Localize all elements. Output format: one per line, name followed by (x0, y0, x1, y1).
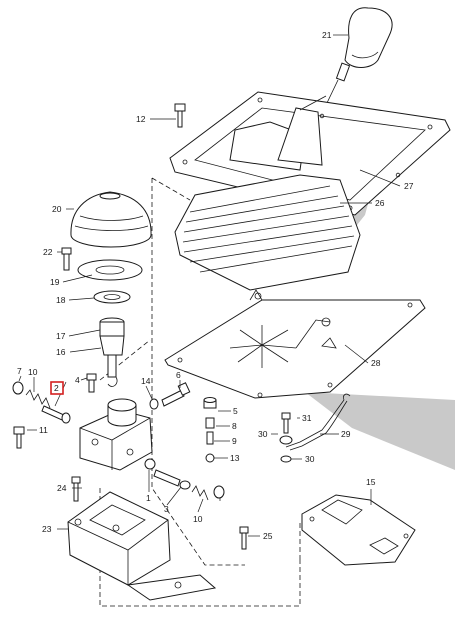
callout-24: 24 (57, 483, 67, 493)
part-12-bolt (174, 103, 186, 128)
part-24-bolt (71, 476, 81, 502)
part-8-spring (205, 417, 215, 429)
callout-5: 5 (233, 406, 238, 416)
part-17-16-shift-lever (99, 317, 125, 387)
part-9-pin (206, 431, 214, 445)
callout-1: 1 (146, 493, 151, 503)
part-7-plug (12, 381, 24, 395)
part-19-gasket (77, 259, 143, 281)
callout-30-upper: 30 (258, 429, 268, 439)
part-10-spring (25, 389, 51, 409)
callout-21: 21 (322, 30, 332, 40)
part-18-washer (93, 290, 131, 304)
part-25-bolt (239, 526, 249, 550)
part-4-pin (86, 373, 97, 393)
callout-11: 11 (39, 425, 48, 435)
callout-2-highlight-box (50, 381, 64, 395)
callout-13: 13 (230, 453, 240, 463)
callout-17: 17 (56, 331, 66, 341)
part-22-bolt (61, 247, 72, 271)
callout-6: 6 (176, 370, 181, 380)
part-2-shaft (41, 405, 71, 424)
part-5-cap (203, 397, 217, 409)
callout-14: 14 (141, 376, 151, 386)
callout-12: 12 (136, 114, 146, 124)
callout-25: 25 (263, 531, 273, 541)
part-23-base-bracket (67, 491, 217, 601)
callout-18: 18 (56, 295, 66, 305)
callout-27: 27 (404, 181, 414, 191)
callout-10-upper: 10 (28, 367, 38, 377)
part-31-bolt (281, 412, 291, 434)
callout-16: 16 (56, 347, 66, 357)
shade-wedge-lower (305, 392, 455, 470)
callout-23: 23 (42, 524, 52, 534)
part-15-cover-plate (301, 494, 416, 566)
callout-31: 31 (302, 413, 312, 423)
callout-10-lower: 10 (193, 514, 203, 524)
part-30-bushing-upper (279, 435, 293, 445)
part-14-washer (149, 398, 159, 410)
callout-30-lower: 30 (305, 454, 315, 464)
plate-rib-pattern (229, 317, 337, 368)
callout-26: 26 (375, 198, 385, 208)
part-11-bolt (13, 426, 25, 449)
part-3-rod (153, 469, 191, 490)
part-26-shift-boot (174, 95, 361, 291)
callout-22: 22 (43, 247, 53, 257)
part-29-linkage-rod (285, 393, 351, 451)
callout-19: 19 (50, 277, 60, 287)
callout-labels: 21 12 27 26 20 22 19 18 17 16 28 7 10 2 … (17, 30, 414, 541)
part-6-bolt (161, 382, 191, 407)
part-1-shifter-housing (79, 398, 156, 471)
part-30-bushing-lower (280, 455, 292, 463)
callout-3: 3 (164, 504, 169, 514)
callout-2: 2 (54, 383, 59, 393)
part-28-lower-base-plate (164, 289, 426, 399)
callout-8: 8 (232, 421, 237, 431)
callout-15: 15 (366, 477, 376, 487)
callout-4: 4 (75, 375, 80, 385)
part-21-shift-knob (325, 7, 393, 106)
part-10-spring-lower (191, 485, 209, 501)
callout-9: 9 (232, 436, 237, 446)
callout-7: 7 (17, 366, 22, 376)
callout-29: 29 (341, 429, 351, 439)
part-10-plug-lower (213, 485, 225, 499)
callout-28: 28 (371, 358, 381, 368)
callout-20: 20 (52, 204, 62, 214)
part-20-dust-cover (70, 191, 152, 248)
part-13-ring (205, 453, 215, 463)
